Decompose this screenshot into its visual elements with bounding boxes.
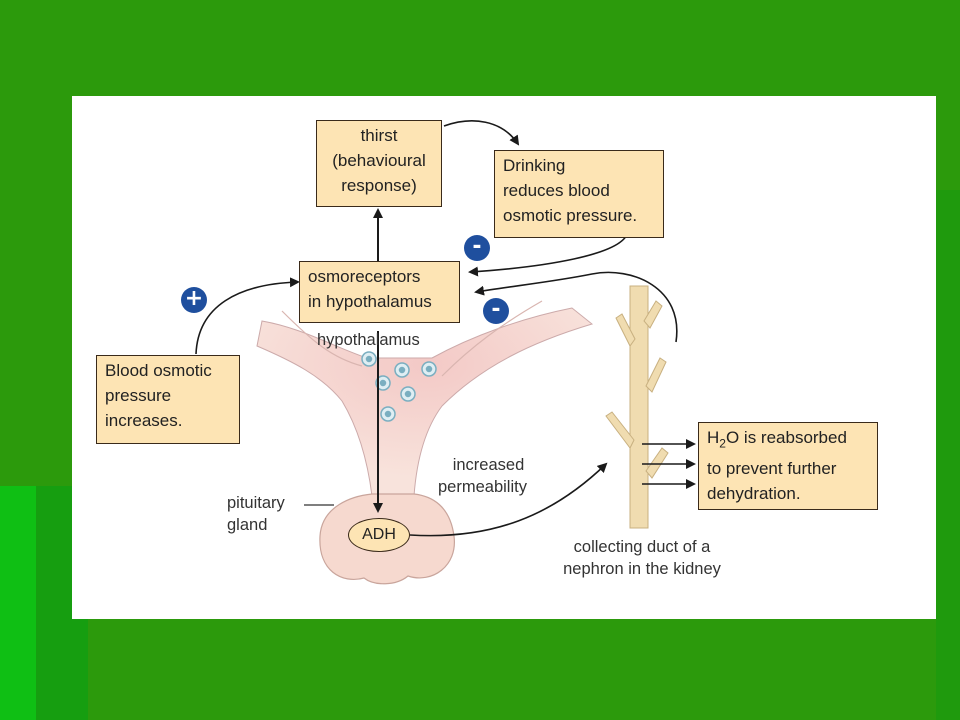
h2o-line-1: H2O is reabsorbed — [707, 425, 869, 456]
slide-background-right-strip — [936, 190, 960, 720]
arrow-blood-to-osmoreceptors — [195, 277, 300, 355]
hypothalamus-outer-curve — [281, 310, 363, 367]
h2o-line-1-rest: O is reabsorbed — [725, 428, 847, 447]
arrow-adh-to-duct — [409, 462, 608, 537]
drinking-line-3: osmotic pressure. — [503, 206, 638, 225]
h2o-subscript: 2 — [719, 436, 726, 451]
negative-feedback-sign-drinking: - — [464, 235, 490, 261]
adh-feedback-diagram — [195, 120, 696, 585]
osmoreceptors-box: osmoreceptors in hypothalamus — [299, 261, 460, 323]
diagram-panel: thirst (behavioural response) Drinking r… — [72, 96, 936, 619]
h2o-h: H — [707, 428, 720, 447]
blood-line-3: increases. — [105, 411, 183, 430]
hypothalamus-outer-curve-right — [441, 300, 543, 377]
pituitary-label-line-2: gland — [227, 516, 268, 534]
collecting-duct — [605, 285, 669, 529]
blood-line-2: pressure — [105, 386, 172, 405]
slide-background-top — [0, 0, 960, 96]
adh-hormone-oval: ADH — [348, 518, 410, 552]
h2o-line-2: to prevent further — [707, 459, 837, 479]
positive-feedback-sign: + — [181, 287, 207, 313]
increased-permeability-label: increased permeability — [438, 454, 527, 498]
hypothalamus-tissue — [256, 307, 594, 497]
drinking-box: Drinking reduces blood osmotic pressure. — [494, 150, 664, 238]
blood-line-1: Blood osmotic — [105, 361, 212, 380]
collecting-duct-line-2: nephron in the kidney — [563, 560, 721, 578]
drinking-line-1: Drinking — [503, 156, 566, 175]
thirst-line-1: thirst — [360, 126, 398, 145]
negative-feedback-sign-reabsorption: - — [483, 298, 509, 324]
slide-background-left-strip — [0, 486, 36, 720]
arrow-thirst-to-drinking — [443, 120, 520, 146]
blood-osmotic-pressure-box: Blood osmotic pressure increases. — [96, 355, 240, 444]
thirst-box: thirst (behavioural response) — [316, 120, 442, 207]
thirst-line-3: response) — [341, 176, 417, 195]
pituitary-label-line-1: pituitary — [227, 494, 285, 512]
drinking-line-2: reduces blood — [503, 181, 610, 200]
hypothalamus-label: hypothalamus — [317, 331, 420, 349]
water-reabsorbed-box: H2O is reabsorbed to prevent further deh… — [698, 422, 878, 510]
collecting-duct-line-1: collecting duct of a — [573, 538, 711, 556]
permeability-line-1: increased — [452, 456, 525, 474]
osmoreceptors-line-1: osmoreceptors — [308, 267, 421, 286]
thirst-line-2: (behavioural — [332, 151, 426, 170]
permeability-line-2: permeability — [438, 478, 527, 496]
arrow-duct-to-osmoreceptors — [474, 271, 678, 343]
collecting-duct-label: collecting duct of a nephron in the kidn… — [542, 536, 742, 580]
pituitary-gland-label: pituitary gland — [227, 492, 285, 536]
neurosecretory-cells — [361, 351, 437, 422]
h2o-line-3: dehydration. — [707, 484, 801, 504]
osmoreceptors-line-2: in hypothalamus — [308, 292, 432, 311]
